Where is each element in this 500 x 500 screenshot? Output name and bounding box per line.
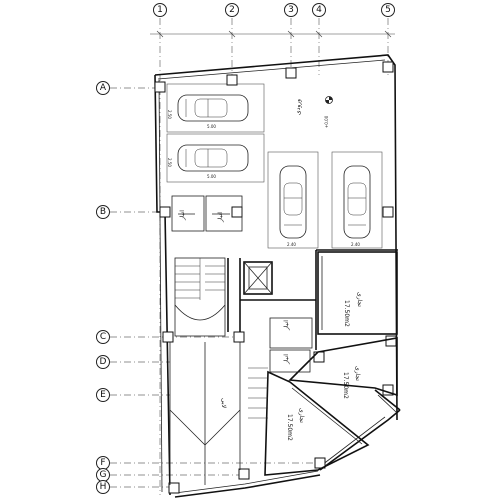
- entry-label: ورودی: [295, 99, 302, 115]
- grid-bubble-D: D: [96, 355, 110, 369]
- stairs: [174, 257, 226, 337]
- grid-label-G: G: [100, 470, 107, 480]
- car-2: [177, 144, 249, 172]
- shop-1-area: 17.50m2: [343, 300, 350, 327]
- grid-label-D: D: [100, 357, 107, 367]
- grid-label-B: B: [100, 207, 106, 217]
- elevator-shaft: [243, 261, 273, 295]
- grid-bubble-G: G: [96, 468, 110, 482]
- shop-unit-2: [288, 337, 398, 397]
- grid-bubble-5: 5: [381, 3, 395, 17]
- storage-room-2: [205, 195, 243, 232]
- storage-label-1: انبار: [179, 210, 186, 221]
- car-4: [343, 165, 371, 239]
- level-text: +0.00: [324, 115, 329, 128]
- space-2-width: 2.50: [167, 158, 172, 167]
- structural-columns: [154, 61, 397, 494]
- space-1-width: 2.50: [167, 110, 172, 119]
- shop-1-label: تجاری: [356, 292, 363, 307]
- shop-3-label: تجاری: [298, 408, 305, 423]
- grid-horizontal-lines: [110, 87, 320, 488]
- lobby-label: لابی: [220, 398, 227, 408]
- level-marker: [325, 96, 333, 104]
- core-walls: [227, 249, 398, 350]
- grid-label-5: 5: [385, 5, 391, 15]
- grid-label-F: F: [100, 458, 105, 468]
- shop-unit-1: [317, 251, 398, 335]
- grid-bubble-H: H: [96, 480, 110, 494]
- grid-label-A: A: [100, 83, 107, 93]
- grid-vertical-lines: [159, 18, 389, 495]
- grid-bubble-3: 3: [284, 3, 298, 17]
- grid-label-2: 2: [229, 5, 235, 15]
- space-1-length: 5.00: [207, 124, 216, 129]
- grid-bubble-1: 1: [153, 3, 167, 17]
- grid-bubble-2: 2: [225, 3, 239, 17]
- grid-label-C: C: [100, 332, 106, 342]
- grid-bubble-C: C: [96, 330, 110, 344]
- space-2-length: 5.00: [207, 174, 216, 179]
- grid-bubble-4: 4: [312, 3, 326, 17]
- car-3: [279, 165, 307, 239]
- storage-label-3: انبار: [283, 320, 290, 331]
- parking-space-1: [166, 83, 265, 133]
- space-3-width: 2.40: [287, 242, 296, 247]
- shop-2-label: تجاری: [354, 366, 361, 381]
- top-dimension-line: [150, 30, 395, 38]
- storage-label-4: انبار: [283, 354, 290, 365]
- lobby-area: [169, 342, 268, 485]
- space-4-width: 2.40: [351, 242, 360, 247]
- grid-label-E: E: [100, 390, 106, 400]
- grid-label-H: H: [100, 482, 107, 492]
- shop-3-area: 17.50m2: [286, 414, 293, 441]
- car-1: [177, 94, 249, 122]
- grid-label-3: 3: [288, 5, 294, 15]
- parking-space-4: [331, 151, 383, 249]
- grid-label-1: 1: [157, 5, 163, 15]
- grid-bubble-F: F: [96, 456, 110, 470]
- grid-bubble-B: B: [96, 205, 110, 219]
- grid-label-4: 4: [316, 5, 322, 15]
- building-outline: [154, 54, 401, 498]
- small-storage-3: [269, 317, 313, 349]
- grid-bubble-E: E: [96, 388, 110, 402]
- parking-space-2: [166, 133, 265, 183]
- shop-unit-3: [264, 370, 370, 476]
- shop-2-area: 17.50m2: [342, 372, 349, 399]
- storage-room-1: [171, 195, 205, 232]
- parking-space-3: [267, 151, 319, 249]
- grid-bubble-A: A: [96, 81, 110, 95]
- small-storage-4: [269, 349, 311, 373]
- storage-label-2: انبار: [217, 212, 224, 223]
